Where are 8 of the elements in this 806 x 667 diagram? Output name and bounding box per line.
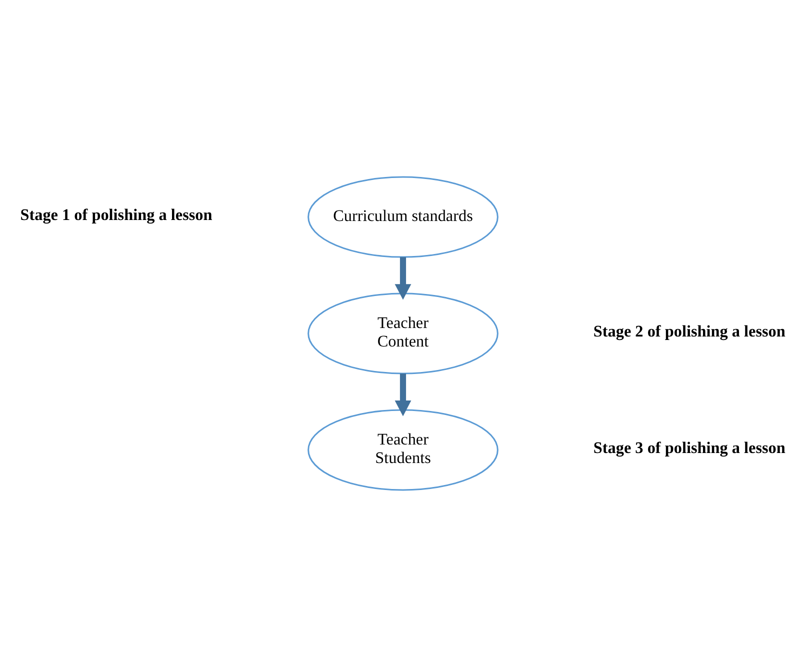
arrow	[394, 374, 412, 416]
node-ellipse: Curriculum standards	[308, 176, 498, 258]
label: Stage 3 of polishing a lesson	[593, 438, 786, 457]
label: Stage 2 of polishing a lesson	[593, 322, 786, 340]
node-ellipse: Teacher Students	[308, 409, 498, 491]
node-ellipse: Teacher Content	[308, 292, 498, 374]
label: Stage 1 of polishing a lesson	[20, 206, 212, 224]
arrow	[394, 257, 412, 300]
